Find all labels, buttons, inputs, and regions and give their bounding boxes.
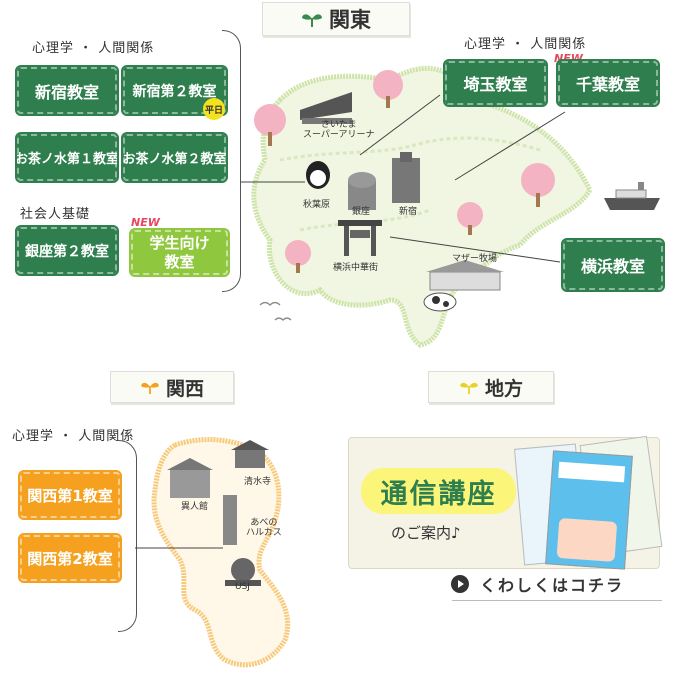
cherry-tree-icon (373, 70, 403, 108)
ochanomizu1-classroom-label: お茶ノ水第１教室 (15, 152, 120, 167)
shinjuku2-classroom-label: 新宿第２教室 (132, 83, 217, 100)
shinjuku-classroom-button[interactable]: 新宿教室 (15, 65, 119, 116)
ochanomizu2-classroom-button[interactable]: お茶ノ水第２教室 (121, 132, 228, 183)
kanto-title-tag: 関東 (262, 2, 410, 36)
ginza2-classroom-label: 銀座第２教室 (25, 243, 109, 260)
cherry-tree-icon (285, 240, 311, 273)
kansai-title-tag: 関西 (110, 371, 234, 403)
kansai-title: 関西 (165, 377, 204, 400)
brochure-image-front (545, 450, 633, 570)
ochanomizu2-classroom-label: お茶ノ水第２教室 (122, 152, 227, 167)
kanto-left-category-social: 社会人基礎 (20, 207, 91, 222)
map-label-abeno-harukas: あべの ハルカス (246, 518, 282, 538)
map-label-mother-farm: マザー牧場 (452, 254, 498, 264)
weekday-badge: 平日 (203, 98, 225, 120)
play-circle-icon (451, 575, 469, 593)
details-link-label: くわしくはコチラ (480, 576, 625, 595)
kanto-map (240, 65, 593, 348)
student-classroom-label-line1: 学生向け (149, 233, 210, 252)
map-label-kiyomizu: 清水寺 (244, 477, 272, 487)
map-label-ginza: 銀座 (352, 207, 371, 217)
bird-icon (259, 301, 292, 321)
details-link[interactable]: くわしくはコチラ (450, 571, 660, 597)
correspondence-banner[interactable]: 通信講座 のご案内♪ (348, 435, 663, 570)
cherry-tree-icon (254, 104, 286, 146)
kansai2-classroom-label: 関西第2教室 (27, 549, 113, 568)
map-label-usj: USJ (235, 582, 250, 592)
map-label-akihabara: 秋葉原 (303, 200, 331, 210)
sprout-icon (460, 382, 478, 395)
kansai1-classroom-label: 関西第1教室 (27, 486, 113, 505)
new-label-student: NEW (131, 216, 160, 229)
cherry-tree-icon (521, 163, 555, 207)
correspondence-subtitle: のご案内♪ (391, 524, 461, 542)
yokohama-classroom-button[interactable]: 横浜教室 (561, 238, 665, 292)
student-classroom-button[interactable]: 学生向け 教室 (129, 228, 230, 277)
saitama-classroom-button[interactable]: 埼玉教室 (443, 59, 548, 107)
kansai-map (135, 437, 291, 668)
kansai1-classroom-button[interactable]: 関西第1教室 (18, 470, 122, 520)
map-label-saitama-arena-line2: スーパーアリーナ (303, 130, 375, 140)
kansai-category-psych: 心理学 ・ 人間関係 (12, 429, 135, 444)
map-label-shinjuku: 新宿 (399, 207, 418, 217)
map-label-abeno-line1: あべの (250, 518, 278, 528)
cow-icon (423, 292, 457, 312)
kanto-right-category-psych: 心理学 ・ 人間関係 (464, 37, 587, 52)
cherry-tree-icon (457, 202, 483, 235)
map-label-saitama-arena: さいたま スーパーアリーナ (303, 120, 375, 140)
sprout-icon (302, 14, 322, 27)
details-underline (452, 600, 662, 601)
chiba-classroom-button[interactable]: 千葉教室 (556, 59, 660, 107)
correspondence-title: 通信講座 (361, 468, 516, 514)
map-label-abeno-line2: ハルカス (246, 528, 282, 538)
ginza2-classroom-button[interactable]: 銀座第２教室 (15, 225, 119, 276)
ochanomizu1-classroom-button[interactable]: お茶ノ水第１教室 (15, 132, 120, 183)
map-label-chinatown: 横浜中華街 (333, 263, 379, 273)
kanto-title: 関東 (329, 8, 371, 32)
map-label-saitama-arena-line1: さいたま (320, 120, 357, 130)
sprout-icon (141, 382, 159, 395)
yokohama-classroom-label: 横浜教室 (580, 257, 645, 276)
shinjuku-classroom-label: 新宿教室 (34, 82, 99, 102)
student-classroom-label-line2: 教室 (164, 252, 195, 271)
ship-icon (604, 182, 660, 210)
chiho-title: 地方 (484, 377, 523, 400)
map-label-ijinkan: 異人館 (181, 502, 209, 512)
kansai2-classroom-button[interactable]: 関西第2教室 (18, 533, 122, 583)
chiba-classroom-label: 千葉教室 (575, 75, 640, 94)
saitama-classroom-label: 埼玉教室 (463, 75, 528, 94)
chiho-title-tag: 地方 (428, 371, 554, 403)
kanto-left-category-psych: 心理学 ・ 人間関係 (32, 41, 155, 56)
